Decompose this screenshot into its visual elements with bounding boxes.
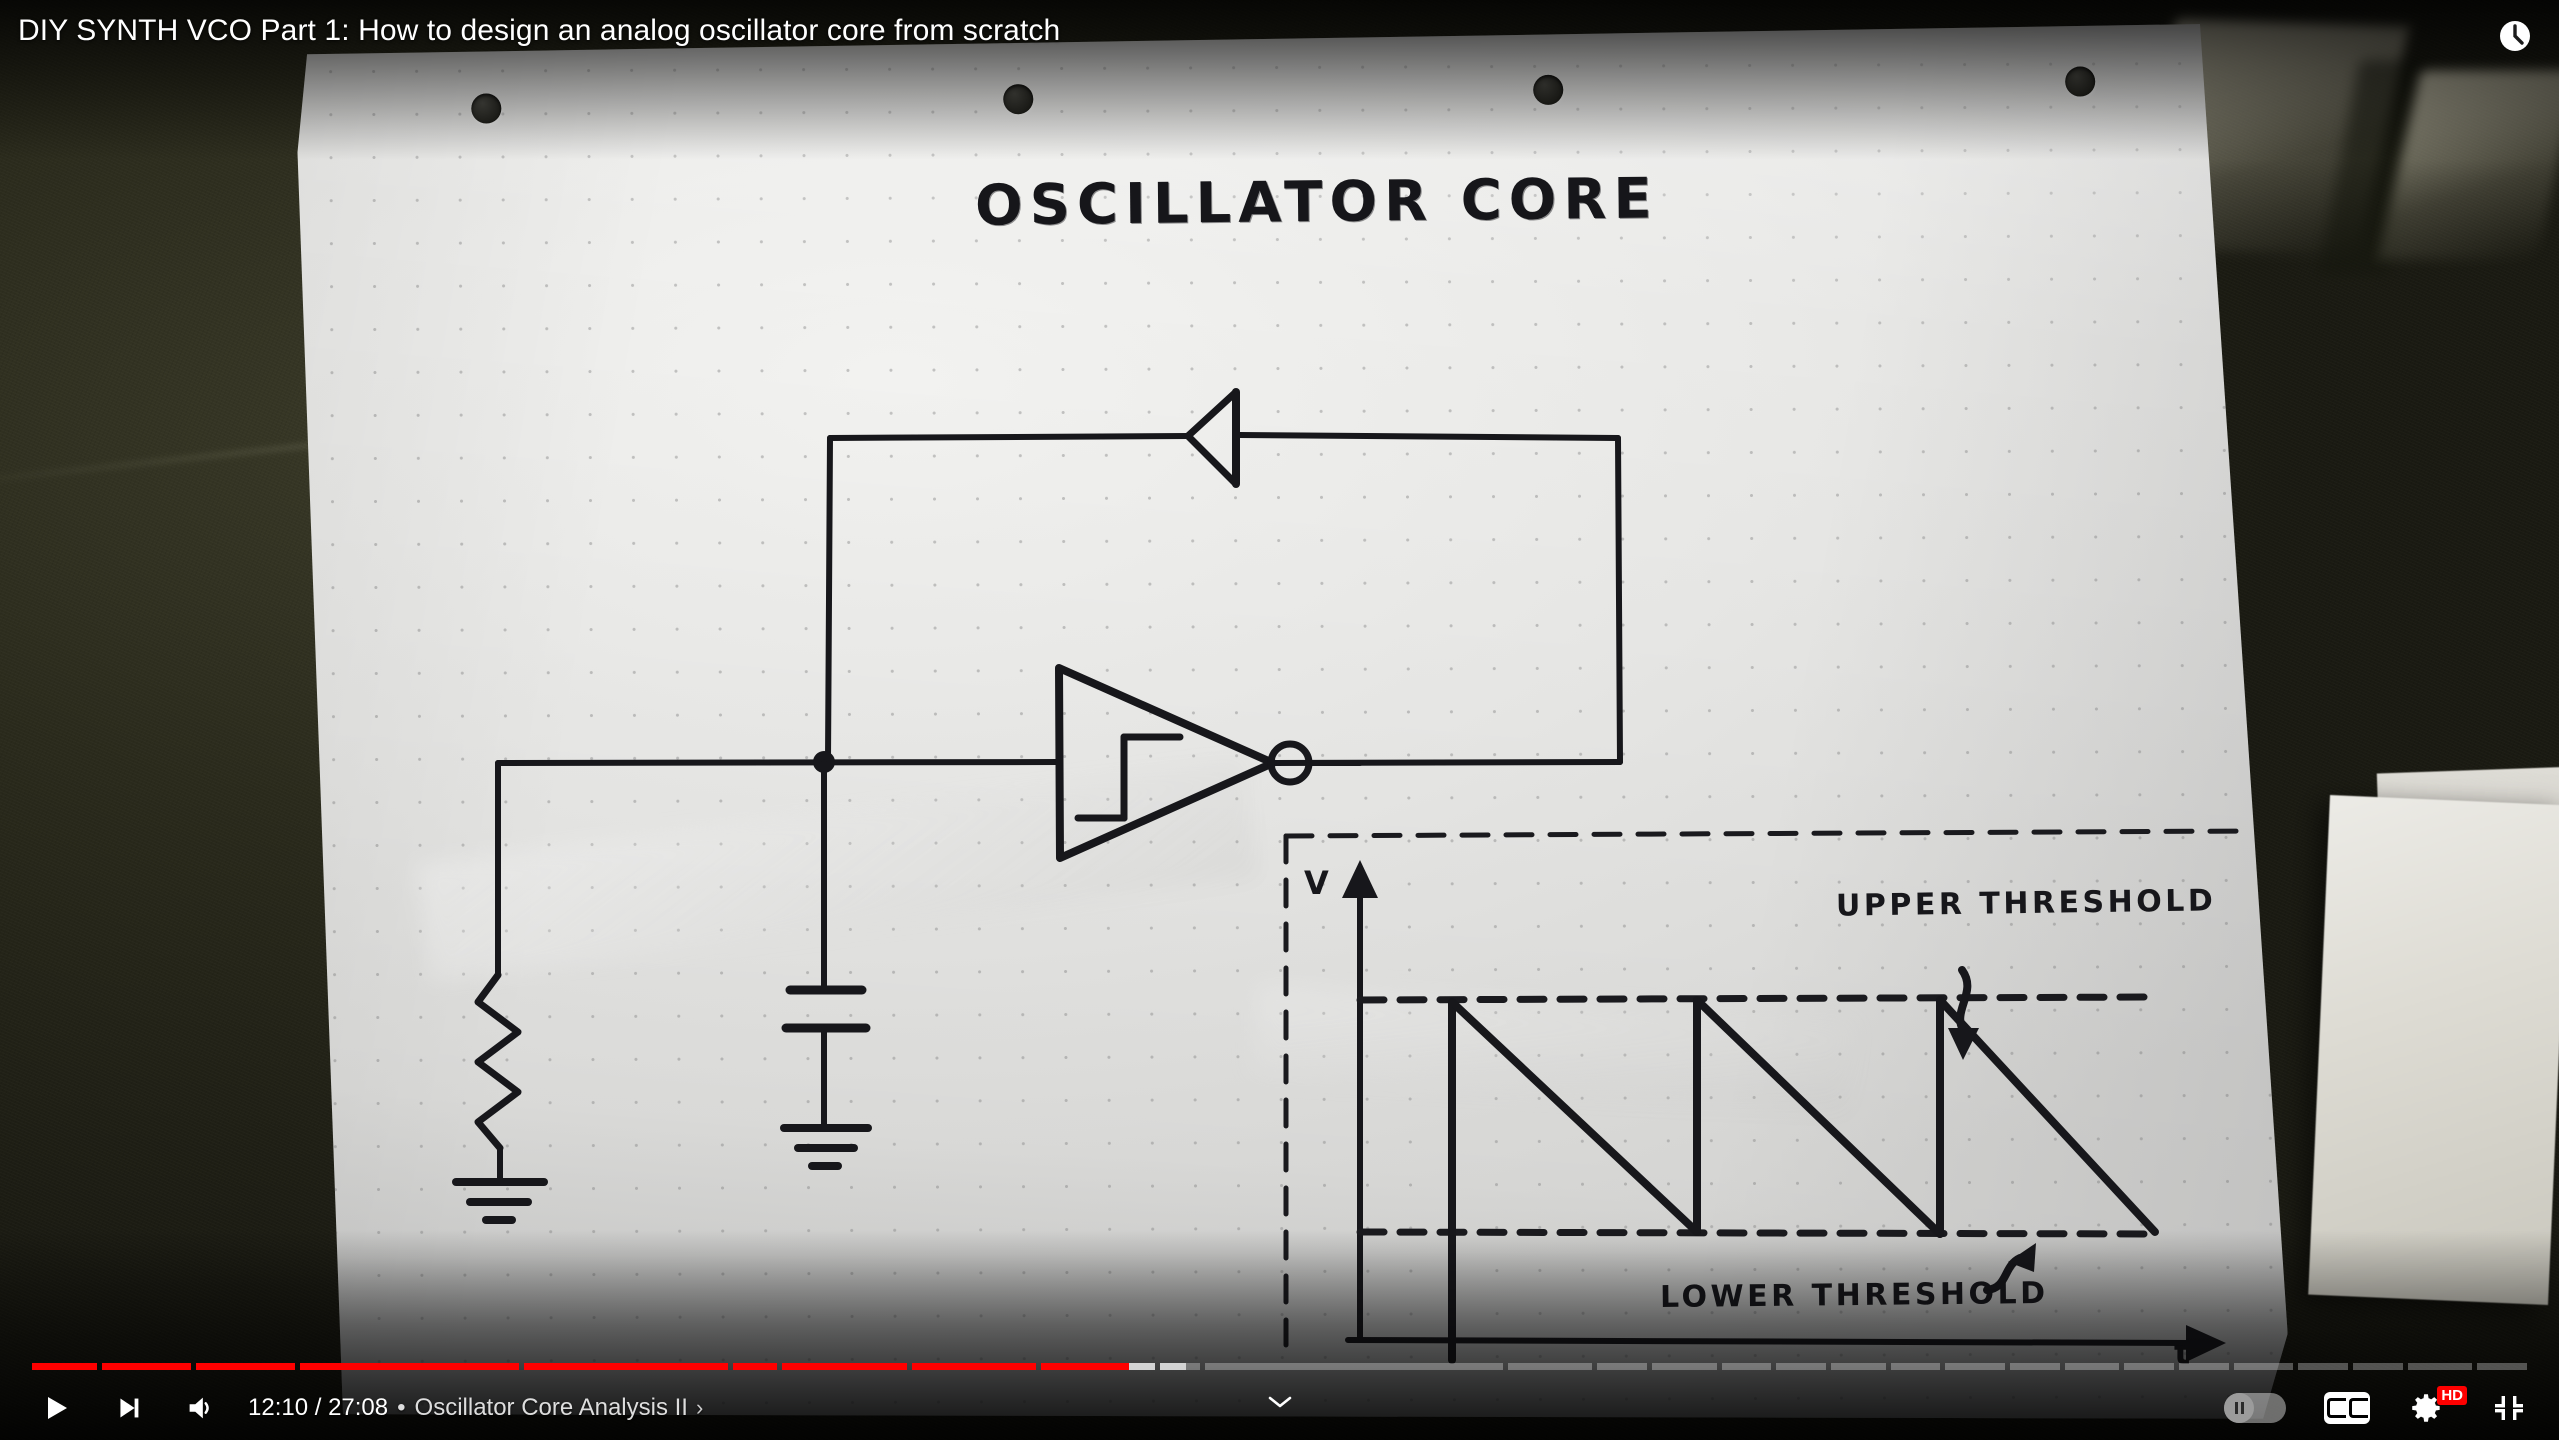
progress-chapter-segment[interactable] <box>2064 1363 2120 1370</box>
progress-chapter-segment[interactable] <box>2353 1363 2403 1370</box>
progress-chapter-segment[interactable] <box>1776 1363 1827 1370</box>
player-controls: 12:10 / 27:08 • Oscillator Core Analysis… <box>0 1376 2559 1440</box>
progress-played <box>300 1363 520 1370</box>
progress-chapter-segment[interactable] <box>32 1363 97 1370</box>
next-icon <box>120 1398 139 1418</box>
play-icon <box>48 1397 67 1419</box>
progress-bar[interactable] <box>0 1354 2559 1376</box>
progress-chapter-segment[interactable] <box>196 1363 296 1370</box>
progress-chapter-segment[interactable] <box>2477 1363 2528 1370</box>
progress-chapter-segment[interactable] <box>1507 1363 1593 1370</box>
progress-buffered <box>1160 1363 1187 1370</box>
progress-chapter-segment[interactable] <box>2407 1363 2473 1370</box>
time-and-chapter: 12:10 / 27:08 • Oscillator Core Analysis… <box>248 1376 703 1440</box>
gear-icon <box>2412 1394 2440 1422</box>
progress-chapter-segment[interactable] <box>2298 1363 2349 1370</box>
progress-chapter-segment[interactable] <box>1040 1363 1156 1370</box>
autoplay-switch-track[interactable] <box>2224 1393 2286 1423</box>
settings-button[interactable]: HD <box>2391 1376 2467 1440</box>
progress-chapter-segment[interactable] <box>1890 1363 1941 1370</box>
progress-chapter-segment[interactable] <box>1721 1363 1772 1370</box>
cc-icon <box>2324 1392 2370 1424</box>
autoplay-toggle[interactable] <box>2215 1376 2295 1440</box>
progress-chapter-segment[interactable] <box>782 1363 907 1370</box>
progress-played <box>32 1363 97 1370</box>
progress-chapter-segment[interactable] <box>732 1363 778 1370</box>
exit-fullscreen-button[interactable] <box>2473 1376 2545 1440</box>
progress-played <box>524 1363 728 1370</box>
progress-chapter-segment[interactable] <box>1945 1363 2006 1370</box>
progress-played <box>782 1363 907 1370</box>
autoplay-switch-knob <box>2224 1393 2254 1423</box>
volume-icon <box>189 1397 209 1419</box>
progress-played <box>196 1363 296 1370</box>
progress-chapter-segment[interactable] <box>1652 1363 1717 1370</box>
progress-chapter-segment[interactable] <box>101 1363 192 1370</box>
progress-chapter-segment[interactable] <box>300 1363 520 1370</box>
next-video-button[interactable] <box>96 1376 160 1440</box>
time-separator: • <box>397 1394 406 1421</box>
progress-chapter-segment[interactable] <box>2179 1363 2229 1370</box>
time-current-duration: 12:10 / 27:08 <box>248 1394 389 1421</box>
progress-chapter-segment[interactable] <box>1160 1363 1200 1370</box>
progress-played <box>101 1363 192 1370</box>
chapter-title[interactable]: Oscillator Core Analysis II <box>414 1394 688 1421</box>
chapter-chevron-icon[interactable]: › <box>695 1395 704 1420</box>
quality-badge: HD <box>2437 1386 2467 1406</box>
top-gradient-overlay <box>0 0 2559 160</box>
annotation-upper-threshold: UPPER THRESHOLD <box>1835 883 2217 924</box>
progress-chapter-segment[interactable] <box>1831 1363 1886 1370</box>
whiteboard-heading: OSCILLATOR CORE <box>974 166 1660 239</box>
progress-track[interactable] <box>32 1363 2528 1370</box>
axis-label-voltage: V <box>1304 864 1329 902</box>
exit-fullscreen-icon <box>2495 1396 2523 1420</box>
progress-played <box>911 1363 1036 1370</box>
progress-chapter-segment[interactable] <box>2124 1363 2175 1370</box>
expand-chevron-icon[interactable] <box>1267 1395 1293 1414</box>
progress-played <box>1040 1363 1130 1370</box>
volume-button[interactable] <box>168 1376 232 1440</box>
subtitles-button[interactable] <box>2315 1376 2379 1440</box>
progress-played <box>732 1363 778 1370</box>
progress-chapter-segment[interactable] <box>911 1363 1036 1370</box>
progress-chapter-segment[interactable] <box>1597 1363 1648 1370</box>
secondary-paper-sheet <box>2308 795 2559 1305</box>
play-button[interactable] <box>24 1376 88 1440</box>
progress-chapter-segment[interactable] <box>2233 1363 2294 1370</box>
progress-chapter-segment[interactable] <box>2010 1363 2060 1370</box>
watch-later-icon[interactable] <box>2493 14 2537 58</box>
progress-chapter-segment[interactable] <box>1204 1363 1503 1370</box>
progress-chapter-segment[interactable] <box>524 1363 728 1370</box>
page-title: DIY SYNTH VCO Part 1: How to design an a… <box>18 14 1061 47</box>
